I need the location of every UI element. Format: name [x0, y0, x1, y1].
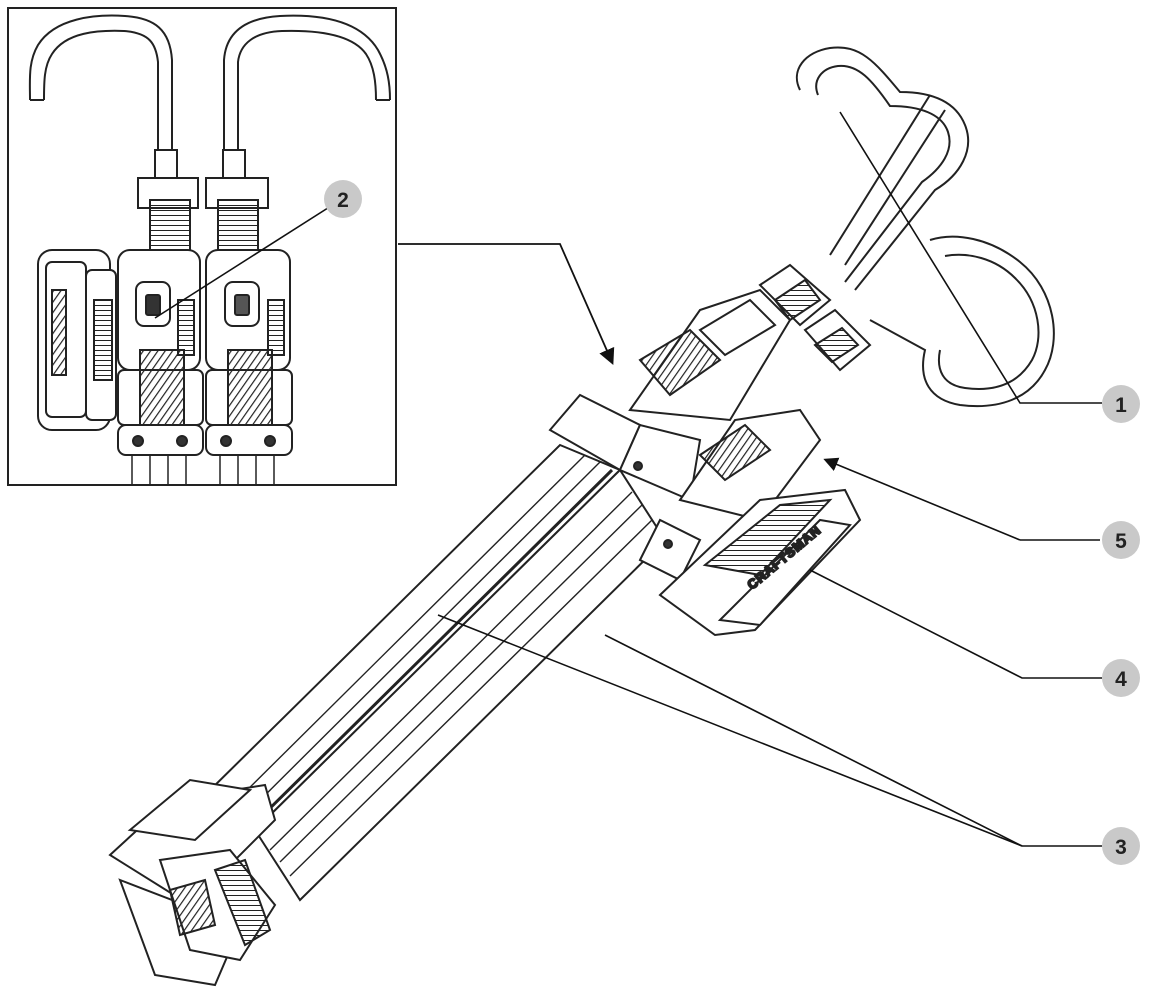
inset-hook-left	[28, 14, 173, 160]
connectors	[758, 263, 872, 372]
callout-3: 3	[1102, 827, 1140, 865]
callout-4: 4	[1102, 659, 1140, 697]
telescopic-poles	[198, 443, 667, 902]
inset-detail-view: 2	[7, 7, 397, 486]
hook-handles	[795, 46, 1055, 408]
inset-lamp-head-left	[117, 149, 204, 456]
leader-arrow-5	[823, 457, 1021, 541]
leader-lines	[437, 111, 1102, 847]
lamp-head-assembly	[548, 288, 822, 582]
leader-line-3b	[604, 634, 1023, 847]
inset-poles	[131, 455, 275, 485]
inset-lamp-head-right	[205, 149, 293, 456]
inset-hook-right	[223, 14, 391, 160]
callout-2: 2	[324, 180, 362, 218]
main-illustration: CRAFTSMAN	[108, 46, 1055, 987]
leader-line-2	[154, 198, 343, 319]
leader-line-1	[839, 111, 1102, 404]
leader-line-4	[809, 569, 1102, 679]
inset-pointer-arrow	[398, 243, 615, 365]
battery-pack: CRAFTSMAN	[658, 488, 862, 637]
callout-1: 1	[1102, 385, 1140, 423]
svg-text:3: 3	[1115, 836, 1127, 859]
svg-text:5: 5	[1115, 530, 1127, 553]
inset-battery	[37, 249, 117, 431]
pole-base	[108, 778, 277, 987]
callout-5: 5	[1102, 521, 1140, 559]
svg-text:4: 4	[1115, 668, 1127, 691]
svg-text:2: 2	[337, 189, 349, 212]
svg-text:1: 1	[1115, 394, 1127, 417]
